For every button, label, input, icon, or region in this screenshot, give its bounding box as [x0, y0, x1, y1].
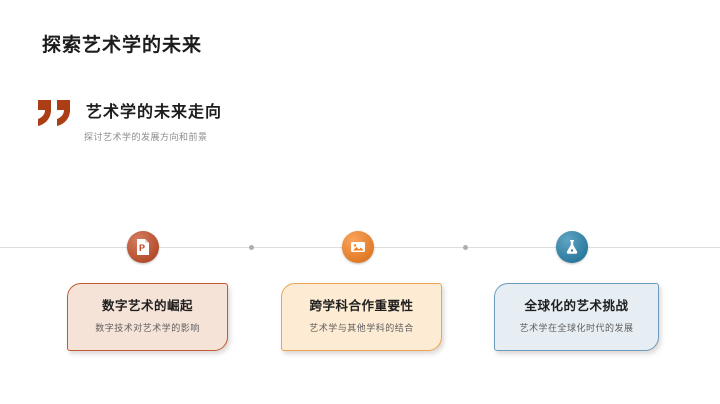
card-interdisciplinary: 跨学科合作重要性 艺术学与其他学科的结合 [281, 283, 442, 351]
card-title: 全球化的艺术挑战 [524, 299, 629, 313]
timeline-node-digital-art: P [127, 231, 159, 263]
timeline-dot [249, 245, 254, 250]
quote-heading: 艺术学的未来走向 [86, 104, 223, 121]
page-title: 探索艺术学的未来 [42, 35, 203, 56]
timeline-node-globalization [556, 231, 588, 263]
image-icon [351, 242, 365, 252]
flask-icon [566, 240, 578, 254]
card-digital-art: 数字艺术的崛起 数字技术对艺术学的影响 [67, 283, 228, 351]
quote-subheading: 探讨艺术学的发展方向和前景 [84, 132, 208, 142]
card-title: 跨学科合作重要性 [309, 299, 414, 313]
timeline-node-interdisciplinary [342, 231, 374, 263]
card-title: 数字艺术的崛起 [101, 299, 193, 313]
double-quote-icon [38, 100, 70, 126]
timeline-dot [463, 245, 468, 250]
card-description: 艺术学与其他学科的结合 [309, 323, 414, 333]
card-description: 艺术学在全球化时代的发展 [519, 323, 634, 333]
powerpoint-file-icon: P [137, 239, 149, 255]
card-description: 数字技术对艺术学的影响 [95, 323, 200, 333]
card-globalization: 全球化的艺术挑战 艺术学在全球化时代的发展 [494, 283, 659, 351]
svg-text:P: P [139, 243, 145, 253]
